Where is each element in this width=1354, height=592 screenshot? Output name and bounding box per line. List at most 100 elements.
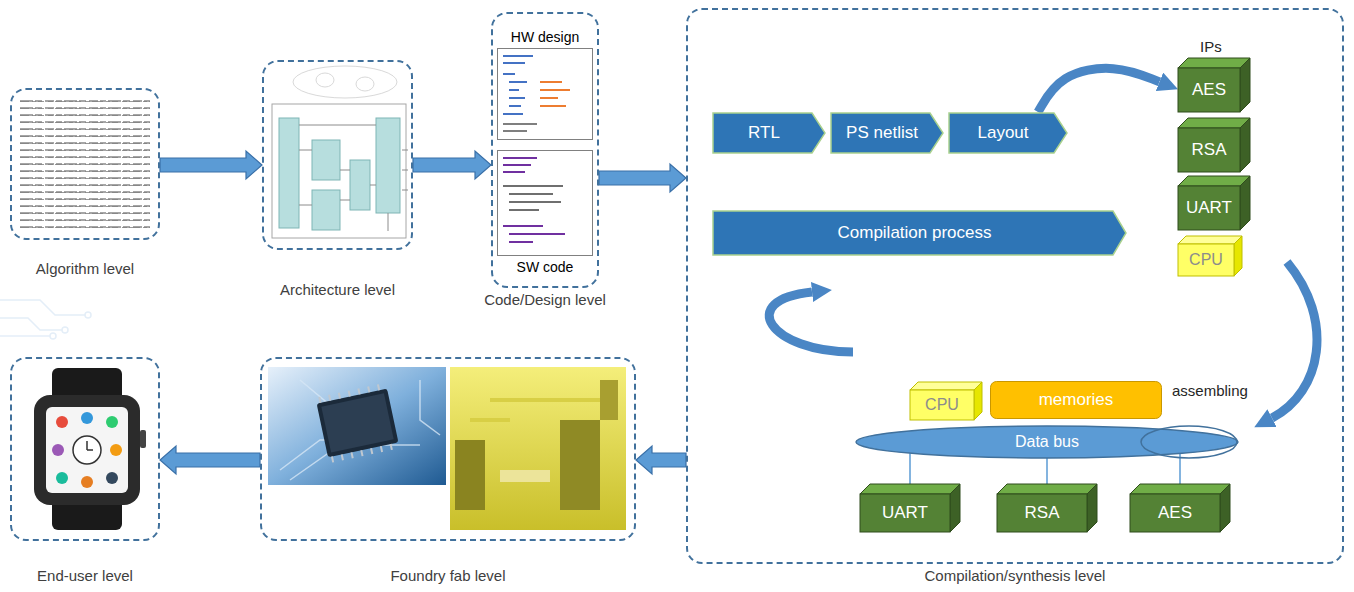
smartwatch (81, 412, 93, 424)
hw-code-screenshot (503, 56, 533, 114)
block-label: memories (1039, 390, 1114, 410)
block-label: Layout (977, 123, 1028, 143)
smartwatch (46, 407, 128, 493)
smartwatch (140, 430, 146, 448)
architecture-block-diagram (272, 66, 408, 238)
sw-code-screenshot (497, 150, 593, 256)
flow-step: Compilation process (712, 210, 1127, 256)
smartwatch (81, 476, 93, 488)
box-side (1087, 484, 1097, 532)
flow-step: Layout (948, 112, 1068, 154)
block-label: CPU (1189, 251, 1223, 269)
chip-photo (321, 393, 393, 452)
level-label: Compilation/synthesis level (925, 567, 1106, 584)
block-label: UART (1186, 198, 1232, 218)
sw-code-screenshot (503, 226, 565, 242)
flow-step: RTL (712, 112, 826, 154)
sw-code-screenshot (497, 150, 593, 256)
smartwatch (87, 441, 93, 450)
block-label: AES (1158, 503, 1192, 523)
flow-curve-arrow (769, 262, 1317, 418)
level-label: End-user level (37, 567, 133, 584)
box-front (1178, 244, 1234, 276)
block-label: PS netlist (846, 123, 918, 143)
box-front (1178, 186, 1240, 230)
level-box: End-user level (10, 357, 160, 541)
architecture-block-diagram (316, 73, 334, 87)
smartwatch (106, 416, 118, 428)
architecture-block-diagram (293, 66, 397, 98)
cleanroom-photo (450, 367, 626, 530)
block-label: Compilation process (837, 223, 991, 243)
level-box: Code/Design levelHW designSW code (491, 12, 599, 288)
chevron-shape (713, 113, 825, 153)
box-side (1240, 118, 1250, 172)
memory-shape (991, 382, 1162, 419)
architecture-block-diagram (299, 125, 408, 231)
smartwatch (106, 472, 118, 484)
sw-code-screenshot (503, 186, 563, 210)
bus-line (909, 453, 911, 484)
box-side (1220, 484, 1230, 532)
box-top (1130, 484, 1230, 494)
chip-photo (319, 384, 392, 462)
curved-arrow (1038, 68, 1159, 112)
circuit-background (0, 300, 91, 339)
circuit-background (85, 312, 91, 318)
box-side (1234, 236, 1242, 276)
architecture-block-diagram (356, 77, 374, 91)
chip-photo (317, 389, 399, 458)
circuit-background (0, 300, 85, 315)
bus-overlap-ellipse (1141, 426, 1237, 458)
level-label: Foundry fab level (390, 567, 505, 584)
code-box: SW code (497, 150, 593, 256)
block-label: RSA (1192, 140, 1227, 160)
box-side (1240, 58, 1250, 112)
chevron-shape (713, 211, 1126, 255)
smartwatch (34, 368, 146, 530)
algorithm-text-image (20, 98, 150, 230)
circuit-background (0, 335, 50, 337)
cpu-block: CPU (1178, 236, 1242, 276)
architecture-block-diagram (312, 190, 340, 230)
algorithm-text-image (20, 98, 150, 230)
chip-photo (280, 380, 440, 480)
cleanroom-photo (560, 420, 600, 510)
chip-photo (315, 383, 399, 464)
chevron-shape (831, 113, 943, 153)
code-box: HW design (497, 48, 593, 140)
cpu-block: CPU (910, 382, 982, 420)
architecture-block-diagram (376, 118, 400, 213)
block-label: Data bus (1015, 433, 1079, 451)
level-label: Architecture level (280, 281, 395, 298)
box-top (1178, 176, 1250, 186)
smartwatch (56, 472, 68, 484)
cleanroom-photo (600, 380, 618, 420)
smartwatch (110, 444, 122, 456)
ip-block: RSA (997, 484, 1097, 532)
box-top (997, 484, 1097, 494)
architecture-block-diagram (312, 140, 340, 180)
ip-block: UART (860, 484, 960, 532)
block-label: AES (1192, 80, 1226, 100)
box-front (1130, 494, 1220, 532)
box-front (1178, 128, 1240, 172)
level-box: Foundry fab level (260, 357, 636, 541)
flow-arrow (160, 446, 260, 474)
box-top (1178, 58, 1250, 68)
box-side (1240, 176, 1250, 230)
group-label: IPs (1200, 38, 1222, 55)
block-label: RTL (748, 123, 780, 143)
smartwatch (52, 444, 64, 456)
flow-arrow (160, 151, 262, 179)
ip-block: AES (1178, 58, 1250, 112)
level-label: HW design (511, 29, 579, 45)
ip-block: UART (1178, 176, 1250, 230)
ip-block: RSA (1178, 118, 1250, 172)
level-box: Compilation/synthesis levelRTLPS netlist… (686, 8, 1344, 564)
flow-curve-arrow (769, 292, 853, 352)
hw-code-screenshot (497, 48, 593, 140)
flow-arrow (413, 151, 491, 179)
architecture-block-diagram (279, 118, 299, 228)
cleanroom-photo (455, 440, 485, 510)
